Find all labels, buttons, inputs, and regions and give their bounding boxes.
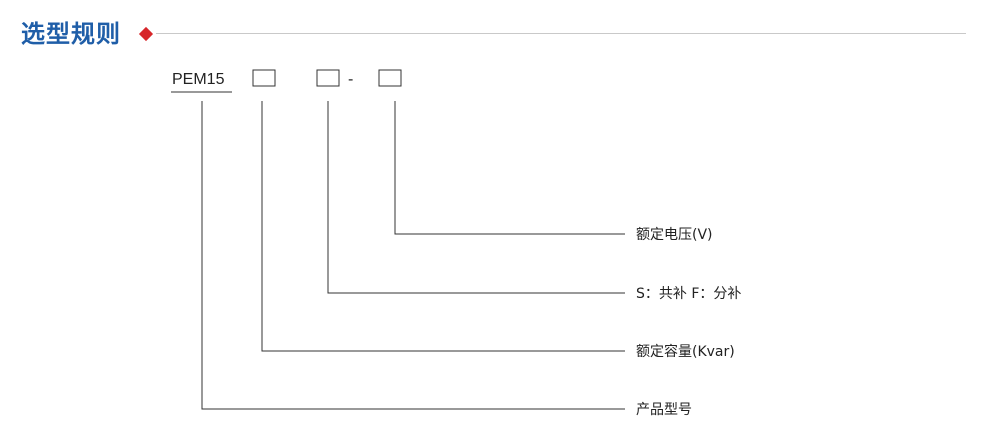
- header-divider: [156, 33, 966, 34]
- section-header: 选型规则: [0, 0, 988, 70]
- rated-voltage-label: 额定电压(V): [636, 227, 713, 243]
- capacity-leader-line: [261, 101, 625, 352]
- model-separator: -: [348, 71, 353, 88]
- product-leader-line: [201, 101, 625, 410]
- voltage-box: [378, 69, 402, 87]
- compensation-leader-line: [327, 101, 625, 294]
- section-title: 选型规则: [21, 20, 121, 48]
- capacity-box: [252, 69, 276, 87]
- voltage-leader-line: [394, 101, 625, 235]
- compensation-type-label: S：共补 F：分补: [636, 286, 741, 302]
- rated-capacity-label: 额定容量(Kvar): [636, 343, 735, 360]
- model-prefix: PEM15: [172, 71, 225, 88]
- product-model-label: 产品型号: [636, 402, 692, 418]
- compensation-box: [316, 69, 340, 87]
